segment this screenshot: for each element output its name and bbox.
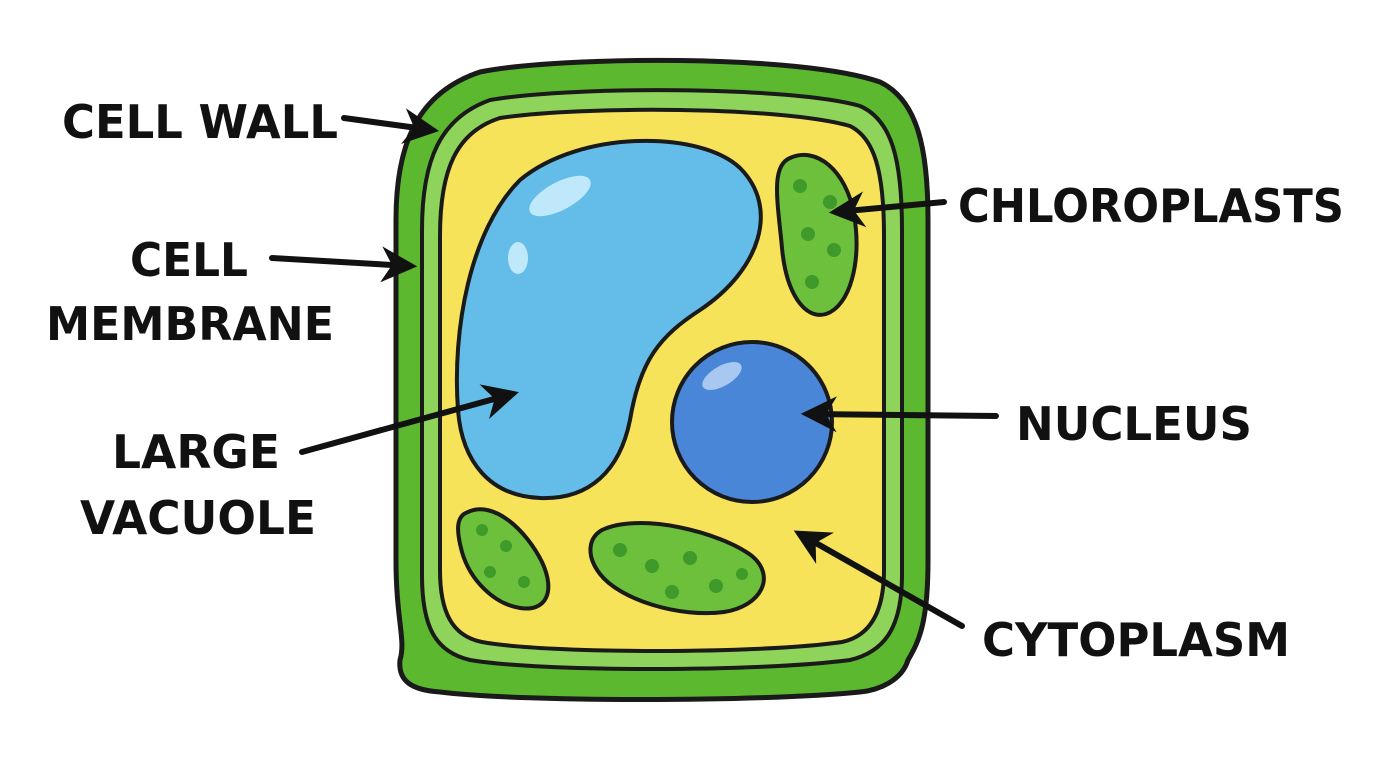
label-cell-membrane-line2: MEMBRANE — [46, 297, 334, 351]
arrow-cytoplasm — [793, 530, 965, 629]
label-cell-membrane-line1: CELL — [130, 233, 248, 287]
label-large-vacuole-line1: LARGE — [112, 425, 280, 479]
arrow-chloroplasts — [828, 191, 947, 228]
arrow-cell-wall — [341, 108, 440, 144]
arrow-nucleus — [800, 396, 999, 433]
label-large-vacuole-line2: VACUOLE — [80, 491, 316, 545]
label-cell-wall: CELL WALL — [62, 95, 338, 149]
chloroplast-bottom-left — [456, 507, 551, 611]
vacuole-highlight-small — [508, 242, 528, 274]
vacuole-highlight — [529, 175, 591, 217]
arrow-large-vacuole — [299, 384, 519, 455]
nucleus — [670, 340, 834, 504]
label-nucleus: NUCLEUS — [1016, 397, 1252, 451]
label-chloroplasts: CHLOROPLASTS — [958, 179, 1344, 233]
arrow-cell-membrane — [269, 246, 418, 283]
chloroplast-bottom-center — [588, 521, 766, 616]
nucleus-highlight — [702, 362, 742, 390]
large-vacuole — [454, 138, 763, 501]
label-cytoplasm: CYTOPLASM — [982, 613, 1290, 667]
